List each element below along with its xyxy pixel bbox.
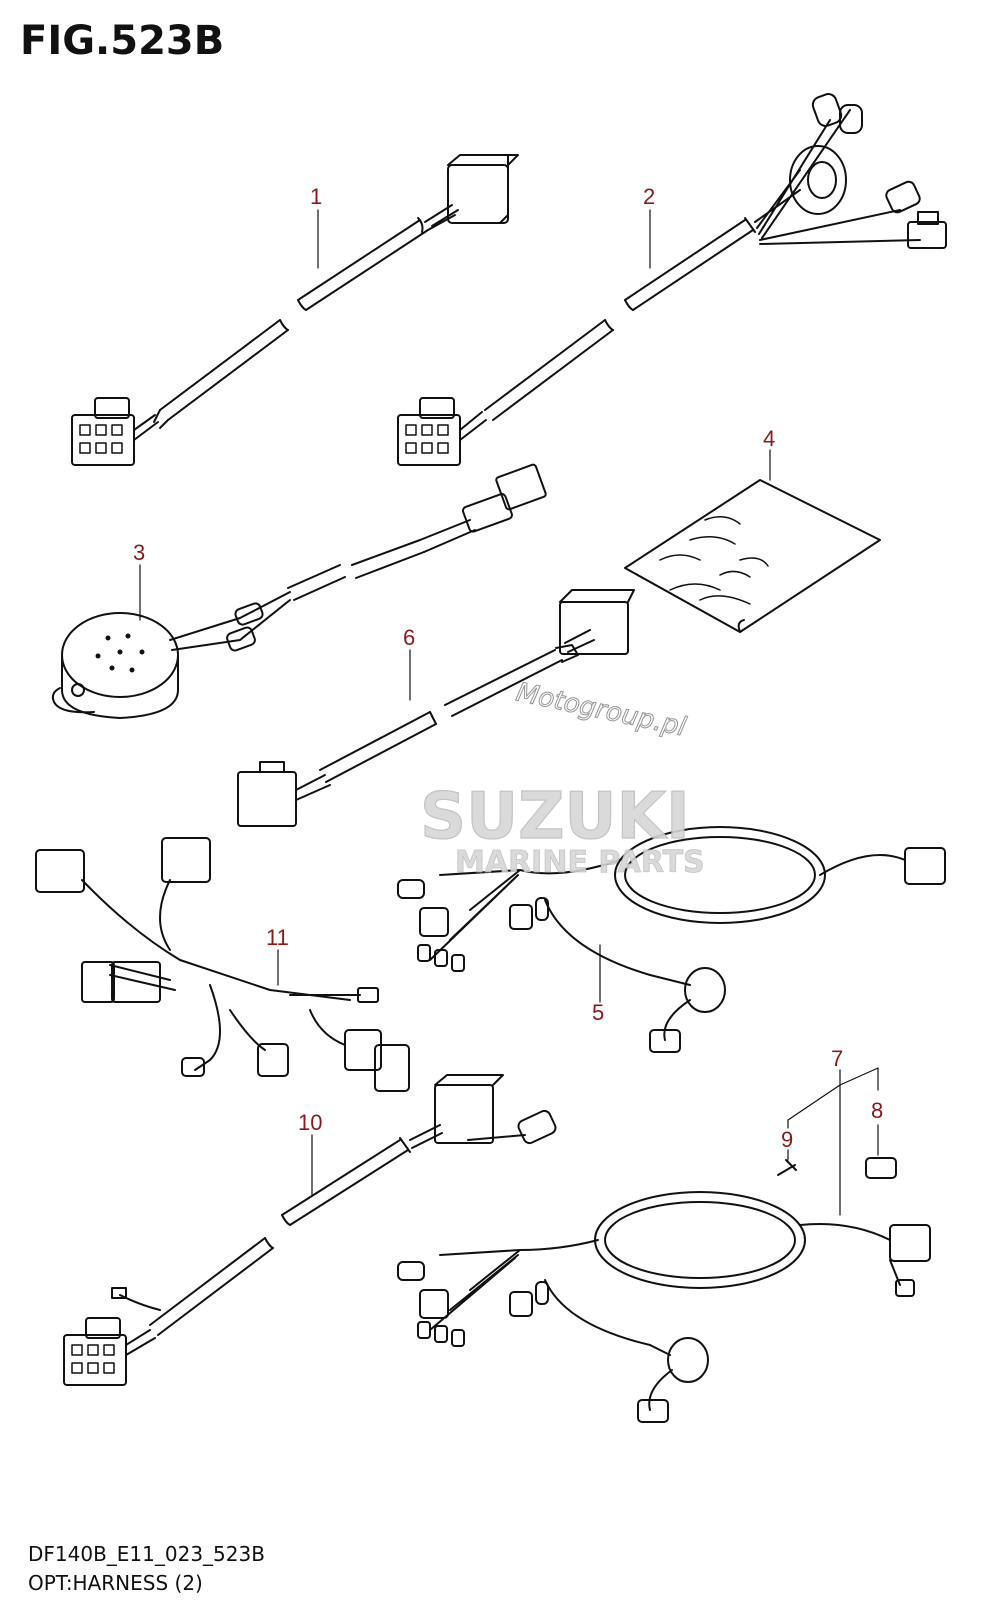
- part-label-9: 9: [781, 1127, 793, 1152]
- page-title: FIG.523B: [20, 18, 225, 64]
- part-label-5: 5: [592, 1000, 604, 1025]
- part-labels: 1 2 3 4 5 6 7 8 9 10 11: [133, 184, 883, 1152]
- diagram-code: DF140B_E11_023_523B: [28, 1542, 265, 1566]
- accessory-bag-part-4[interactable]: [624, 479, 881, 633]
- harness-part-1[interactable]: [71, 154, 519, 466]
- watermark: SUZUKI MARINE PARTS Motogroup.pl: [419, 677, 705, 880]
- part-label-4: 4: [763, 426, 775, 451]
- harness-part-10[interactable]: [63, 1074, 557, 1386]
- part-label-3: 3: [133, 540, 145, 565]
- watermark-subtitle: MARINE PARTS: [455, 845, 705, 880]
- part-label-6: 6: [403, 625, 415, 650]
- connector-part-8[interactable]: [865, 1157, 897, 1179]
- harness-part-11[interactable]: [35, 837, 410, 1092]
- watermark-site: Motogroup.pl: [514, 678, 690, 743]
- part-label-11: 11: [266, 925, 289, 950]
- harness-part-6[interactable]: [237, 589, 635, 827]
- part-label-7: 7: [831, 1046, 843, 1071]
- screw-part-9[interactable]: [777, 1159, 797, 1176]
- harness-part-7[interactable]: [397, 1191, 931, 1423]
- harness-part-2[interactable]: [397, 92, 947, 466]
- diagram-caption: OPT:HARNESS (2): [28, 1571, 203, 1595]
- part-label-10: 10: [298, 1110, 322, 1135]
- part-label-2: 2: [643, 184, 655, 209]
- buzzer-part-3[interactable]: [51, 463, 547, 719]
- watermark-brand: SUZUKI: [420, 780, 690, 854]
- harness-part-5[interactable]: [397, 826, 946, 1053]
- part-label-1: 1: [310, 184, 322, 209]
- part-label-8: 8: [871, 1098, 883, 1123]
